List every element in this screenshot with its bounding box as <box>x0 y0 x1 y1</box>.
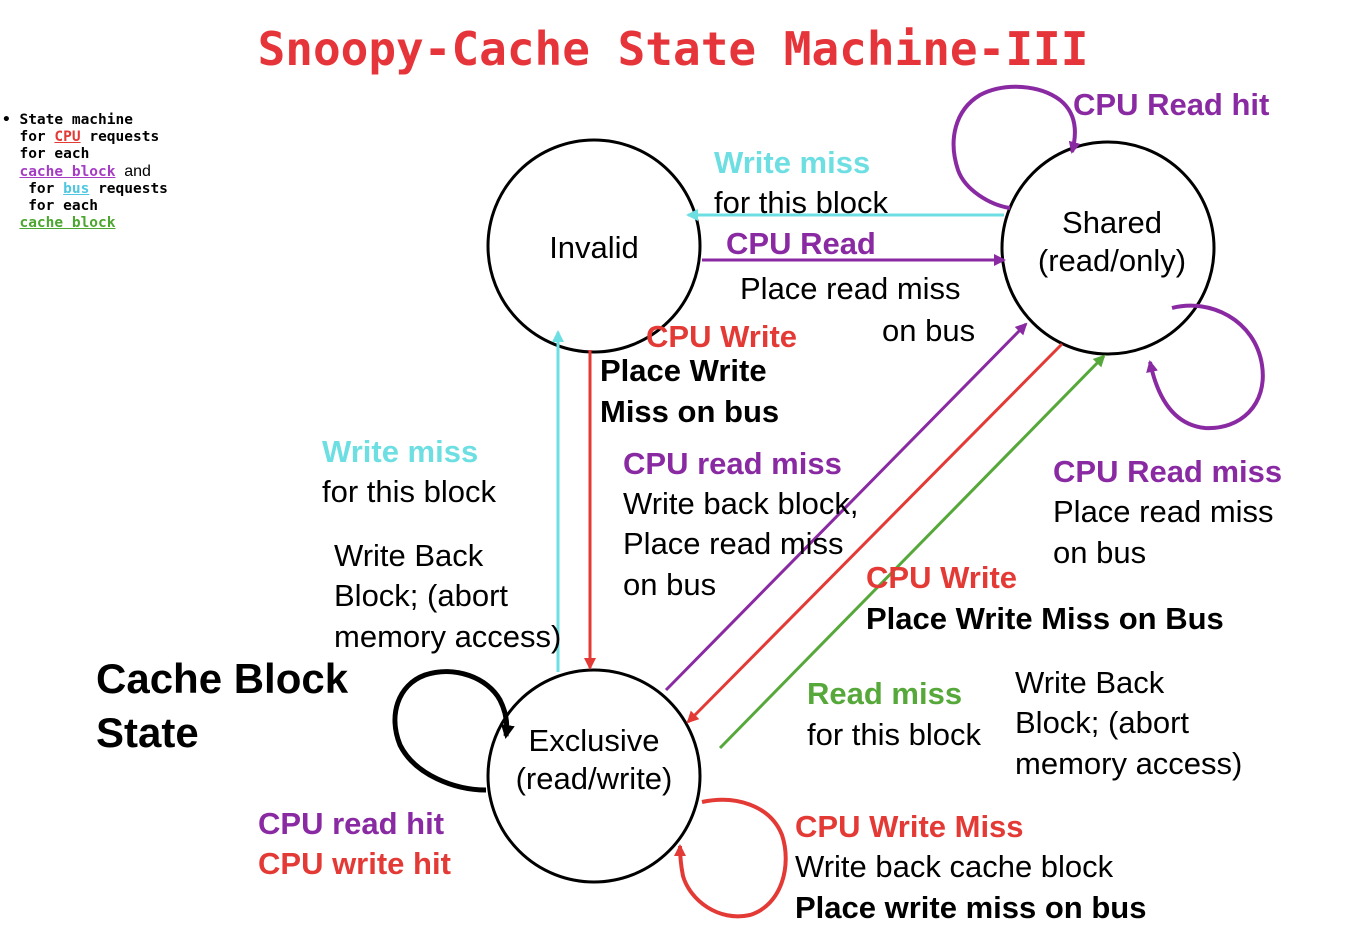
label-cpu-read: CPU Read <box>726 226 876 261</box>
label-cpu-write-miss: CPU Write Miss <box>795 809 1024 844</box>
label-cpu-read-miss-mid-3: Place read miss <box>623 526 844 561</box>
legend-text: and <box>124 163 151 180</box>
legend-bullet: • <box>2 112 11 128</box>
label-cpu-read-miss-mid: CPU read miss <box>623 446 842 481</box>
label-write-miss-top-2: for this block <box>714 185 889 220</box>
label-write-back-right-1: Write Back <box>1015 665 1165 700</box>
label-read-miss: Read miss <box>807 676 963 711</box>
loop-shared-read-hit <box>951 84 1081 210</box>
legend-text: for <box>19 129 46 145</box>
label-cpu-write-miss-2: Write back cache block <box>795 849 1114 884</box>
loop-exclusive-write-miss <box>674 797 788 919</box>
legend-line1: State machine <box>19 112 133 128</box>
label-cpu-read-hit-shared: CPU Read hit <box>1073 87 1270 122</box>
loop-exclusive-hit <box>392 669 515 793</box>
cache-block-state-line2: State <box>96 709 199 756</box>
label-place-write-miss-2: Miss on bus <box>600 394 780 429</box>
label-cpu-read-hit-excl: CPU read hit <box>258 806 445 841</box>
label-cpu-read-miss-mid-2: Write back block, <box>623 486 859 521</box>
exclusive-state-line2: (read/write) <box>515 761 673 796</box>
label-cpu-read-miss-right-3: on bus <box>1053 535 1147 570</box>
exclusive-state-circle <box>486 668 702 884</box>
legend: • State machine for CPU requests for eac… <box>2 112 168 232</box>
legend-text: for each <box>19 146 90 162</box>
page-title: Snoopy-Cache State Machine-III <box>257 22 1089 76</box>
exclusive-state-label: Exclusive (read/write) <box>494 722 694 798</box>
legend-text: requests <box>89 129 160 145</box>
legend-text: requests <box>98 181 168 197</box>
arrow-shared-to-exclusive <box>686 342 1064 724</box>
label-place-write-miss-bus: Place Write Miss on Bus <box>866 601 1224 636</box>
label-read-miss-2: for this block <box>807 717 982 752</box>
legend-text: for <box>28 181 55 197</box>
shared-state-circle <box>1000 140 1216 356</box>
label-write-back-left-2: Block; (abort <box>334 578 509 613</box>
shared-state-label: Shared (read/only) <box>1010 204 1214 280</box>
legend-text: for each <box>28 198 99 214</box>
label-write-miss-left: Write miss <box>322 434 479 469</box>
arrow-exclusive-to-shared-purple <box>664 322 1028 692</box>
label-write-back-right-2: Block; (abort <box>1015 705 1190 740</box>
label-cpu-write-right: CPU Write <box>866 560 1018 595</box>
shared-state-line2: (read/only) <box>1037 243 1187 278</box>
label-cpu-write-top: CPU Write <box>646 319 798 354</box>
legend-cache-block-link-2[interactable]: cache block <box>19 215 116 231</box>
cache-block-state-line1: Cache Block <box>96 655 349 702</box>
label-cpu-write-miss-3: Place write miss on bus <box>795 890 1147 925</box>
invalid-state-label: Invalid <box>549 230 639 265</box>
label-cpu-read-miss-right-2: Place read miss <box>1053 494 1274 529</box>
label-cpu-write-hit-excl: CPU write hit <box>258 846 451 881</box>
legend-cache-block-link[interactable]: cache block <box>19 164 116 180</box>
shared-state-line1: Shared <box>1062 205 1162 240</box>
label-place-write-miss-1: Place Write <box>600 353 767 388</box>
label-write-back-right-3: memory access) <box>1015 746 1243 781</box>
label-write-miss-left-2: for this block <box>322 474 497 509</box>
label-write-back-left-1: Write Back <box>334 538 484 573</box>
exclusive-state-line1: Exclusive <box>528 723 660 758</box>
cache-block-state-heading: Cache Block State <box>96 652 348 760</box>
loop-shared-read-miss <box>1146 303 1265 431</box>
legend-bus-link[interactable]: bus <box>63 181 90 197</box>
invalid-state-circle <box>486 138 702 354</box>
label-write-miss-top: Write miss <box>714 145 871 180</box>
label-cpu-read-miss-mid-4: on bus <box>623 567 717 602</box>
arrow-exclusive-to-shared-green <box>718 354 1106 750</box>
legend-cpu-link[interactable]: CPU <box>54 129 81 145</box>
label-place-read-miss-1: Place read miss <box>740 271 961 306</box>
label-cpu-read-miss-right: CPU Read miss <box>1053 454 1283 489</box>
label-write-back-left-3: memory access) <box>334 619 562 654</box>
label-place-read-miss-2: on bus <box>882 313 976 348</box>
